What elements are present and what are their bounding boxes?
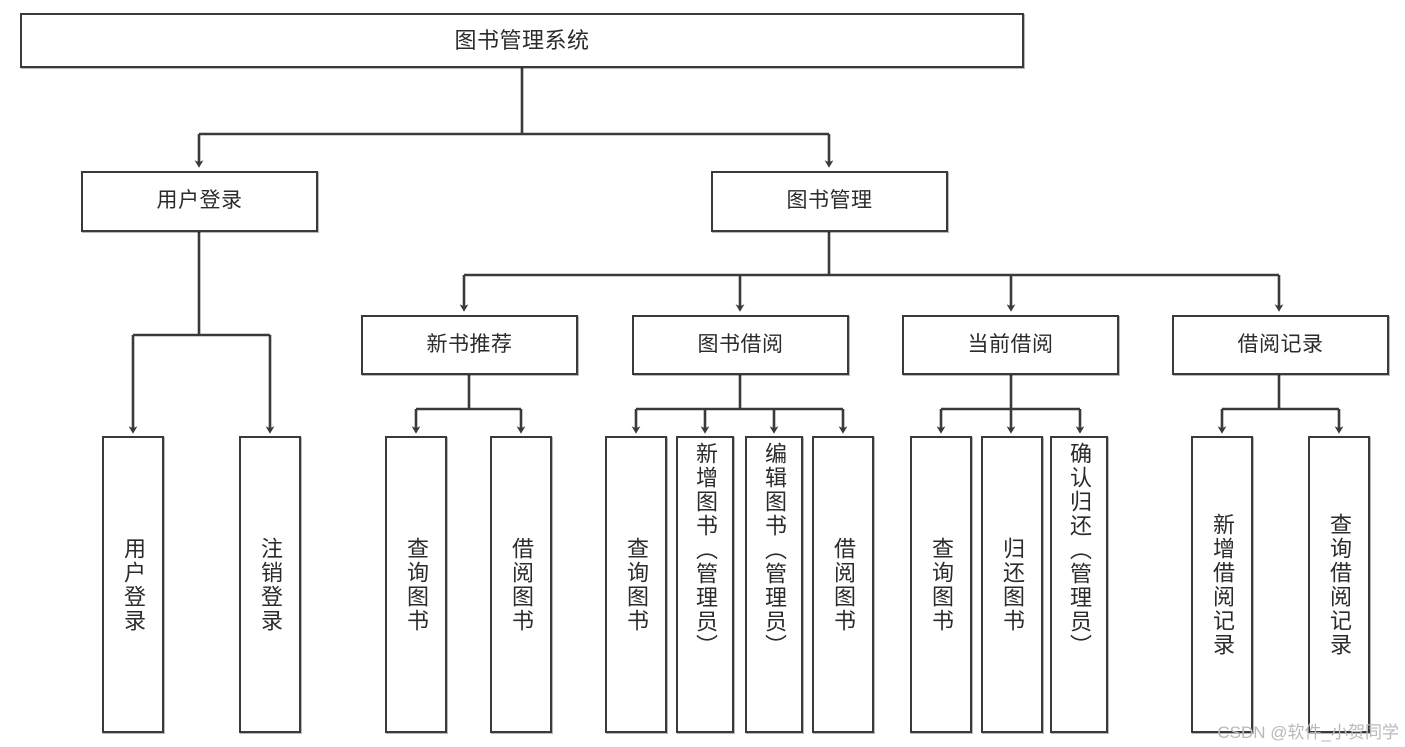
node-label: 借阅图书 (831, 536, 856, 633)
node-label: 图书借阅 (697, 332, 784, 356)
node-label: 图书管理 (786, 189, 873, 213)
leaf-query-book-current[interactable]: 查询图书 (910, 436, 972, 733)
node-book-management[interactable]: 图书管理 (711, 171, 948, 232)
node-label: 查询借阅记录 (1327, 512, 1352, 657)
node-user-login[interactable]: 用户登录 (81, 171, 318, 232)
leaf-query-book-borrow[interactable]: 查询图书 (605, 436, 667, 733)
node-label: 新增借阅记录 (1210, 512, 1235, 657)
node-label: 当前借阅 (967, 332, 1054, 356)
node-label: 查询图书 (624, 536, 649, 633)
node-label: 归还图书 (1000, 536, 1025, 633)
leaf-query-borrow-record[interactable]: 查询借阅记录 (1308, 436, 1370, 733)
node-current-borrow[interactable]: 当前借阅 (902, 315, 1119, 375)
node-label: 新书推荐 (426, 332, 513, 356)
node-label: 新增图书（管理员） (693, 442, 718, 658)
leaf-query-book-recommend[interactable]: 查询图书 (385, 436, 447, 733)
leaf-borrow-book[interactable]: 借阅图书 (812, 436, 874, 733)
node-label: 编辑图书（管理员） (762, 442, 787, 658)
node-book-borrow[interactable]: 图书借阅 (632, 315, 849, 375)
node-label: 用户登录 (156, 189, 243, 213)
leaf-user-login[interactable]: 用户登录 (102, 436, 164, 733)
node-label: 借阅图书 (509, 536, 534, 633)
leaf-return-book[interactable]: 归还图书 (981, 436, 1043, 733)
leaf-add-book-admin[interactable]: 新增图书（管理员） (676, 436, 734, 733)
leaf-confirm-return-admin[interactable]: 确认归还（管理员） (1050, 436, 1108, 733)
node-label: 查询图书 (404, 536, 429, 633)
node-new-book-recommend[interactable]: 新书推荐 (361, 315, 578, 375)
node-label: 图书管理系统 (454, 27, 590, 53)
node-label: 用户登录 (121, 536, 146, 633)
leaf-logout-login[interactable]: 注销登录 (239, 436, 301, 733)
leaf-borrow-book-recommend[interactable]: 借阅图书 (490, 436, 552, 733)
node-label: 借阅记录 (1237, 332, 1324, 356)
node-label: 确认归还（管理员） (1067, 442, 1092, 658)
leaf-add-borrow-record[interactable]: 新增借阅记录 (1191, 436, 1253, 733)
node-root-system[interactable]: 图书管理系统 (20, 13, 1024, 68)
node-borrow-record[interactable]: 借阅记录 (1172, 315, 1389, 375)
leaf-edit-book-admin[interactable]: 编辑图书（管理员） (745, 436, 803, 733)
csdn-watermark: CSDN @软件_小贺同学 (1217, 723, 1399, 742)
node-label: 注销登录 (258, 536, 283, 633)
node-label: 查询图书 (929, 536, 954, 633)
